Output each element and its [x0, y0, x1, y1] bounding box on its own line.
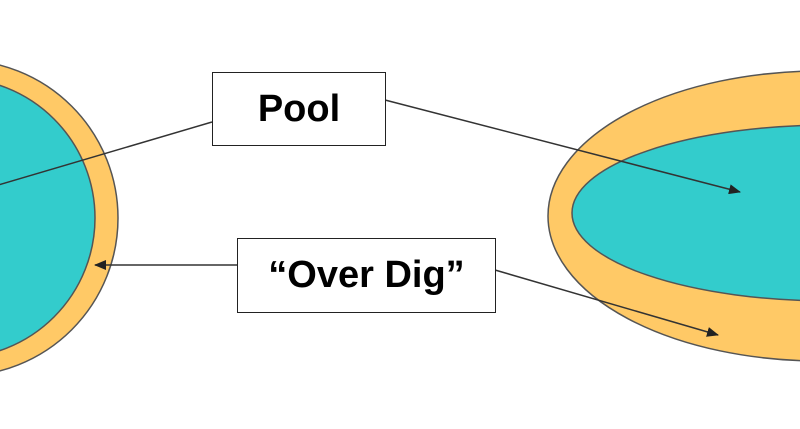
- pool-label-text: Pool: [257, 87, 341, 130]
- over-dig-label: “Over Dig”: [237, 238, 496, 313]
- left-pool-ellipse: [0, 84, 96, 352]
- pool-label: Pool: [212, 72, 386, 146]
- pool-arrow-right: [384, 99, 741, 195]
- right-pool-ellipse: [571, 124, 800, 302]
- right-pool-shape: [547, 70, 800, 362]
- pool-arrow-left: [0, 121, 213, 186]
- over-dig-label-text: “Over Dig”: [268, 254, 465, 296]
- left-pool-shape: [0, 64, 119, 372]
- over-dig-arrow-right: [494, 269, 719, 337]
